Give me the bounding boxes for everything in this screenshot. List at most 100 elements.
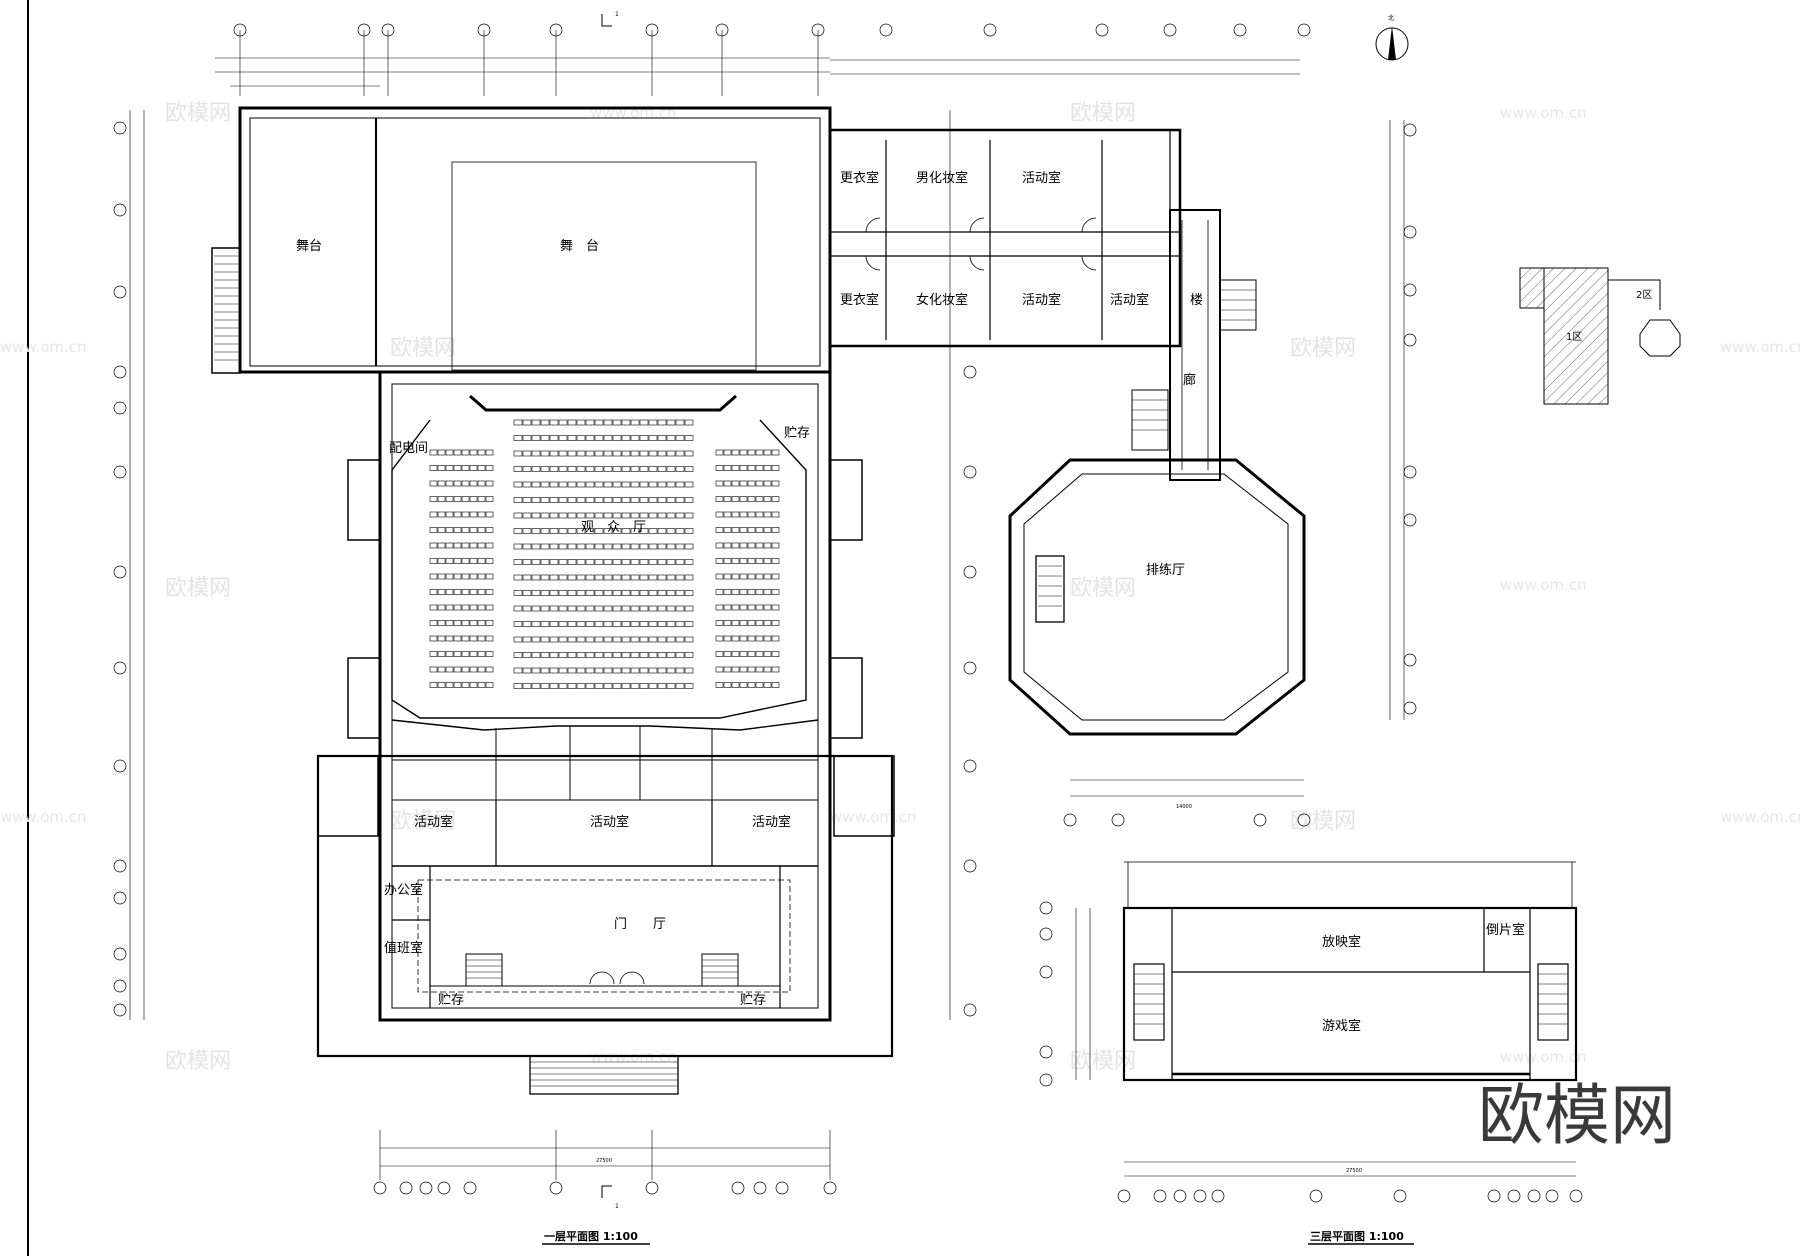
seat bbox=[739, 589, 748, 595]
seat bbox=[594, 512, 604, 519]
seat bbox=[469, 480, 478, 487]
seat bbox=[715, 604, 724, 611]
seat bbox=[771, 573, 780, 580]
seat bbox=[531, 497, 541, 503]
seat bbox=[621, 574, 631, 581]
room-label: 楼 bbox=[1190, 293, 1203, 308]
seat bbox=[461, 682, 470, 688]
seat bbox=[603, 652, 613, 658]
seat bbox=[603, 574, 613, 581]
seat bbox=[684, 652, 694, 658]
seat bbox=[723, 542, 732, 549]
seat bbox=[513, 574, 523, 581]
seat bbox=[771, 527, 780, 533]
seat bbox=[585, 543, 595, 550]
seat bbox=[594, 543, 604, 550]
seat bbox=[648, 559, 658, 565]
seat bbox=[739, 527, 748, 533]
seat bbox=[531, 512, 541, 519]
seat bbox=[558, 497, 568, 503]
seat bbox=[453, 573, 462, 580]
seat bbox=[540, 574, 550, 581]
seat bbox=[567, 605, 577, 612]
seat bbox=[469, 558, 478, 564]
seat bbox=[715, 589, 724, 595]
room-label: 更衣室 bbox=[840, 292, 879, 308]
seat bbox=[648, 528, 658, 534]
seat bbox=[453, 527, 462, 533]
seat bbox=[469, 589, 478, 595]
seat bbox=[585, 667, 595, 674]
seat bbox=[657, 683, 667, 689]
seat bbox=[771, 449, 780, 456]
seat bbox=[684, 512, 694, 519]
seat bbox=[675, 528, 685, 534]
seat bbox=[771, 666, 780, 673]
seat bbox=[763, 651, 772, 657]
seat bbox=[715, 573, 724, 580]
seat bbox=[771, 651, 780, 657]
seat bbox=[485, 604, 494, 611]
seat bbox=[657, 574, 667, 581]
seat bbox=[461, 465, 470, 471]
seat bbox=[657, 543, 667, 550]
seat bbox=[639, 435, 649, 441]
seat bbox=[437, 573, 446, 580]
seat bbox=[731, 589, 740, 595]
seat bbox=[585, 419, 595, 426]
seat bbox=[621, 512, 631, 519]
seat bbox=[576, 528, 586, 534]
seat bbox=[549, 528, 559, 534]
seat bbox=[723, 620, 732, 626]
wing-labels: 更衣室 男化妆室 活动室 更衣室 女化妆室 活动室 活动室 楼 廊 排练厅 14… bbox=[840, 170, 1203, 810]
seat bbox=[576, 621, 586, 627]
seat bbox=[747, 604, 756, 611]
seat bbox=[429, 558, 438, 564]
seat bbox=[731, 620, 740, 626]
seat bbox=[585, 528, 595, 534]
seat bbox=[513, 481, 523, 488]
seat bbox=[612, 528, 622, 534]
seat bbox=[429, 542, 438, 549]
seat bbox=[453, 651, 462, 657]
seat bbox=[549, 559, 559, 565]
seat bbox=[594, 683, 604, 689]
seat bbox=[522, 590, 532, 596]
seat bbox=[755, 449, 764, 456]
seat bbox=[585, 450, 595, 457]
seat bbox=[540, 543, 550, 550]
seat bbox=[630, 497, 640, 503]
seat bbox=[747, 449, 756, 456]
seat bbox=[648, 683, 658, 689]
seat bbox=[558, 574, 568, 581]
third-floor-plan bbox=[1039, 861, 1583, 1203]
seat bbox=[513, 683, 523, 689]
seat bbox=[657, 497, 667, 503]
seat bbox=[437, 465, 446, 471]
watermark: 欧模网 bbox=[1070, 1049, 1136, 1074]
watermark-url: www.om.cn bbox=[1720, 808, 1800, 826]
seat bbox=[657, 667, 667, 674]
seat bbox=[657, 481, 667, 488]
seat bbox=[485, 573, 494, 580]
seat bbox=[594, 419, 604, 426]
seat bbox=[522, 466, 532, 472]
room-label: 舞 台 bbox=[560, 239, 599, 254]
drawing-title: 一层平面图 1:100 bbox=[544, 1230, 638, 1243]
seat bbox=[429, 682, 438, 688]
seat bbox=[657, 652, 667, 658]
seat bbox=[477, 542, 486, 549]
dimension-text: 27500 bbox=[596, 1158, 612, 1164]
seat bbox=[675, 481, 685, 488]
seat bbox=[585, 605, 595, 612]
seat bbox=[621, 605, 631, 612]
seat bbox=[666, 574, 676, 581]
drawing-title: 三层平面图 1:100 bbox=[1310, 1230, 1404, 1243]
seat bbox=[747, 558, 756, 564]
seat bbox=[558, 667, 568, 674]
seat bbox=[739, 635, 748, 642]
seat bbox=[567, 667, 577, 674]
seat bbox=[522, 621, 532, 627]
seat bbox=[723, 558, 732, 564]
seat bbox=[485, 449, 494, 456]
